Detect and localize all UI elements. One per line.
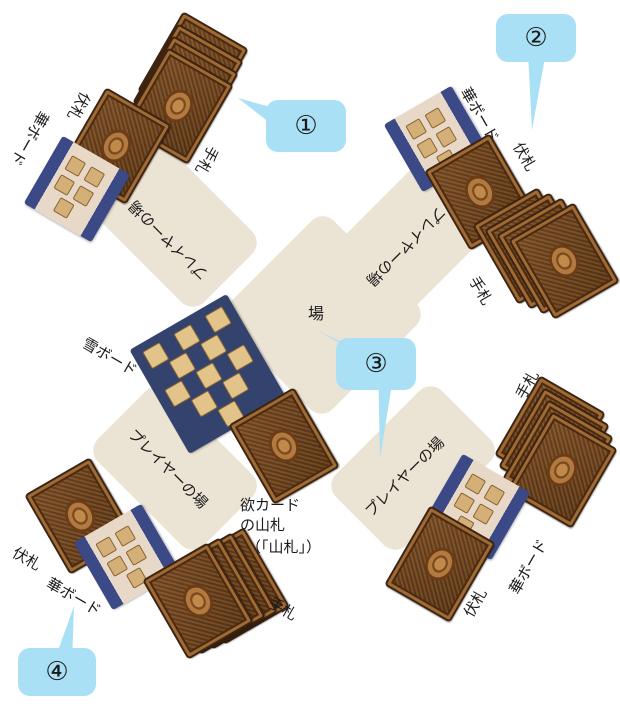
board-tile xyxy=(424,107,447,129)
board-tile xyxy=(483,484,506,506)
facedown-label-bottom-left: 伏札 xyxy=(9,543,45,575)
board-tile xyxy=(114,525,137,547)
callout-2-pointer xyxy=(528,52,546,130)
snow-board-label: 雪ボード xyxy=(79,334,141,380)
snow-tile xyxy=(195,362,223,390)
callout-4-number: ④ xyxy=(45,657,69,687)
snow-tile xyxy=(226,344,254,372)
board-tile xyxy=(52,196,75,219)
board-tile xyxy=(72,185,95,208)
snow-tile xyxy=(190,390,219,418)
board-tile xyxy=(64,155,87,177)
callout-1-pointer xyxy=(238,98,274,126)
snow-tile xyxy=(199,334,228,362)
central-field-label: 場 xyxy=(308,304,325,323)
board-tile xyxy=(53,174,76,197)
hana-board-label-bottom-right: 華ボード xyxy=(505,536,552,598)
board-tile xyxy=(106,555,129,578)
callout-3: ③ xyxy=(336,338,416,390)
board-tile xyxy=(472,503,495,526)
facedown-label-top-right: 伏札 xyxy=(509,139,540,175)
snow-tile xyxy=(204,305,232,334)
board-tile xyxy=(464,473,487,495)
snow-tile xyxy=(173,323,201,352)
hana-board-label-top-left: 華ボード xyxy=(6,107,53,169)
board-tile xyxy=(416,137,439,160)
callout-2: ② xyxy=(496,14,576,62)
deck-label-line2: の山札 xyxy=(240,516,286,534)
callout-2-number: ② xyxy=(524,23,548,53)
snow-tile xyxy=(168,352,197,380)
callout-1-number: ① xyxy=(294,111,318,141)
callout-4: ④ xyxy=(18,648,96,696)
snow-tile xyxy=(221,372,250,400)
board-tile xyxy=(435,126,458,149)
snow-tile xyxy=(164,380,192,408)
deck-label-line3: （「山札」） xyxy=(246,538,322,556)
board-tile xyxy=(405,118,428,140)
hand-label-top-right: 手札 xyxy=(465,273,496,309)
board-tile xyxy=(453,492,476,515)
board-tile xyxy=(83,166,106,188)
board-tile xyxy=(125,544,148,567)
callout-3-number: ③ xyxy=(364,349,388,379)
deck-label-line1: 欲カード xyxy=(240,496,301,514)
callout-1: ① xyxy=(266,100,346,152)
snow-tile xyxy=(142,341,170,370)
board-tile xyxy=(95,536,118,558)
